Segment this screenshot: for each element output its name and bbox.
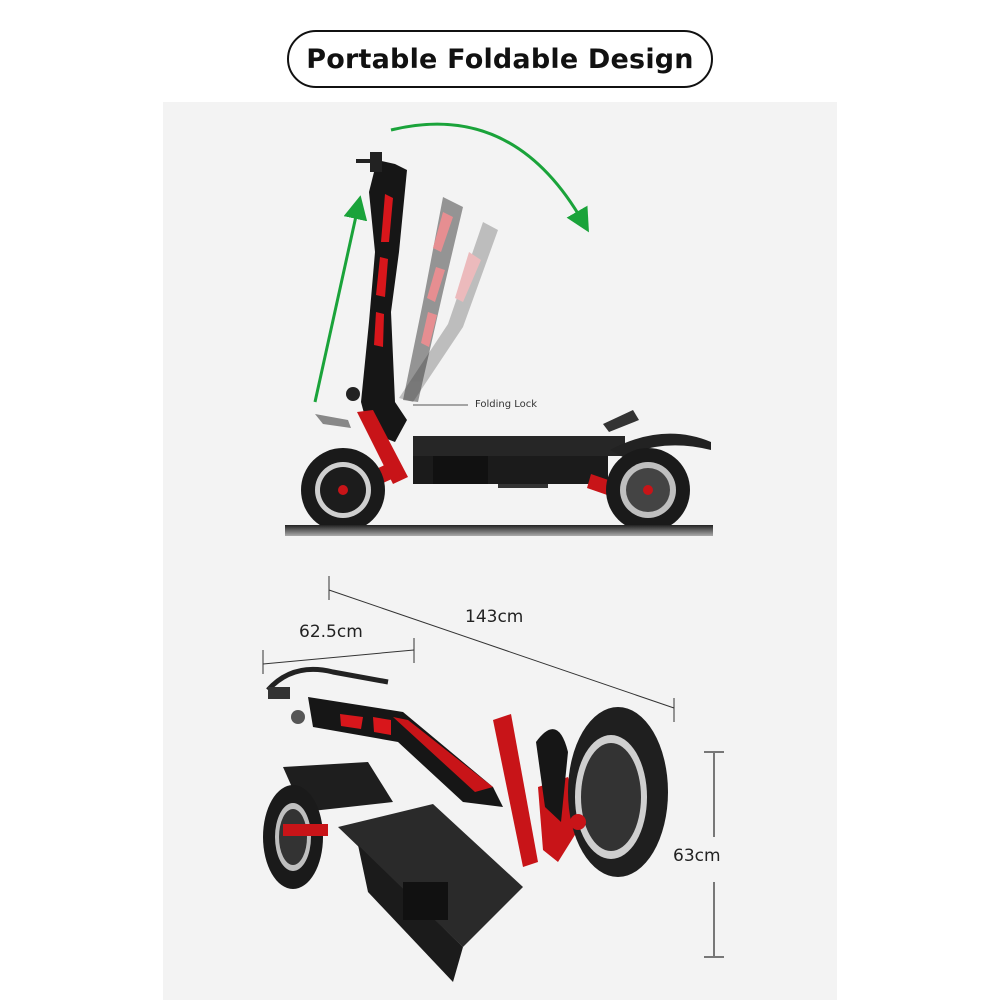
scooter-illustrations (262, 122, 724, 982)
handlebar-width-label: 62.5cm (299, 622, 363, 642)
ground-bar (285, 525, 713, 536)
height-dimension-line (704, 751, 724, 958)
page-title: Portable Foldable Design (306, 43, 694, 75)
folded-scooter (263, 666, 668, 982)
dimension-lines (262, 576, 675, 722)
ghost-stem-1 (403, 197, 463, 402)
length-dimension-label: 143cm (465, 607, 524, 627)
product-image-panel: Folding Lock 143cm 62.5cm 63cm (163, 102, 837, 1000)
folding-lock-label: Folding Lock (475, 399, 538, 410)
height-dimension-label: 63cm (673, 844, 721, 868)
fold-arrow-icon (390, 122, 589, 233)
unfolded-scooter (285, 152, 713, 536)
ghost-stem-2 (399, 222, 498, 402)
title-pill: Portable Foldable Design (287, 30, 713, 88)
unfold-arrow-icon (313, 195, 368, 403)
